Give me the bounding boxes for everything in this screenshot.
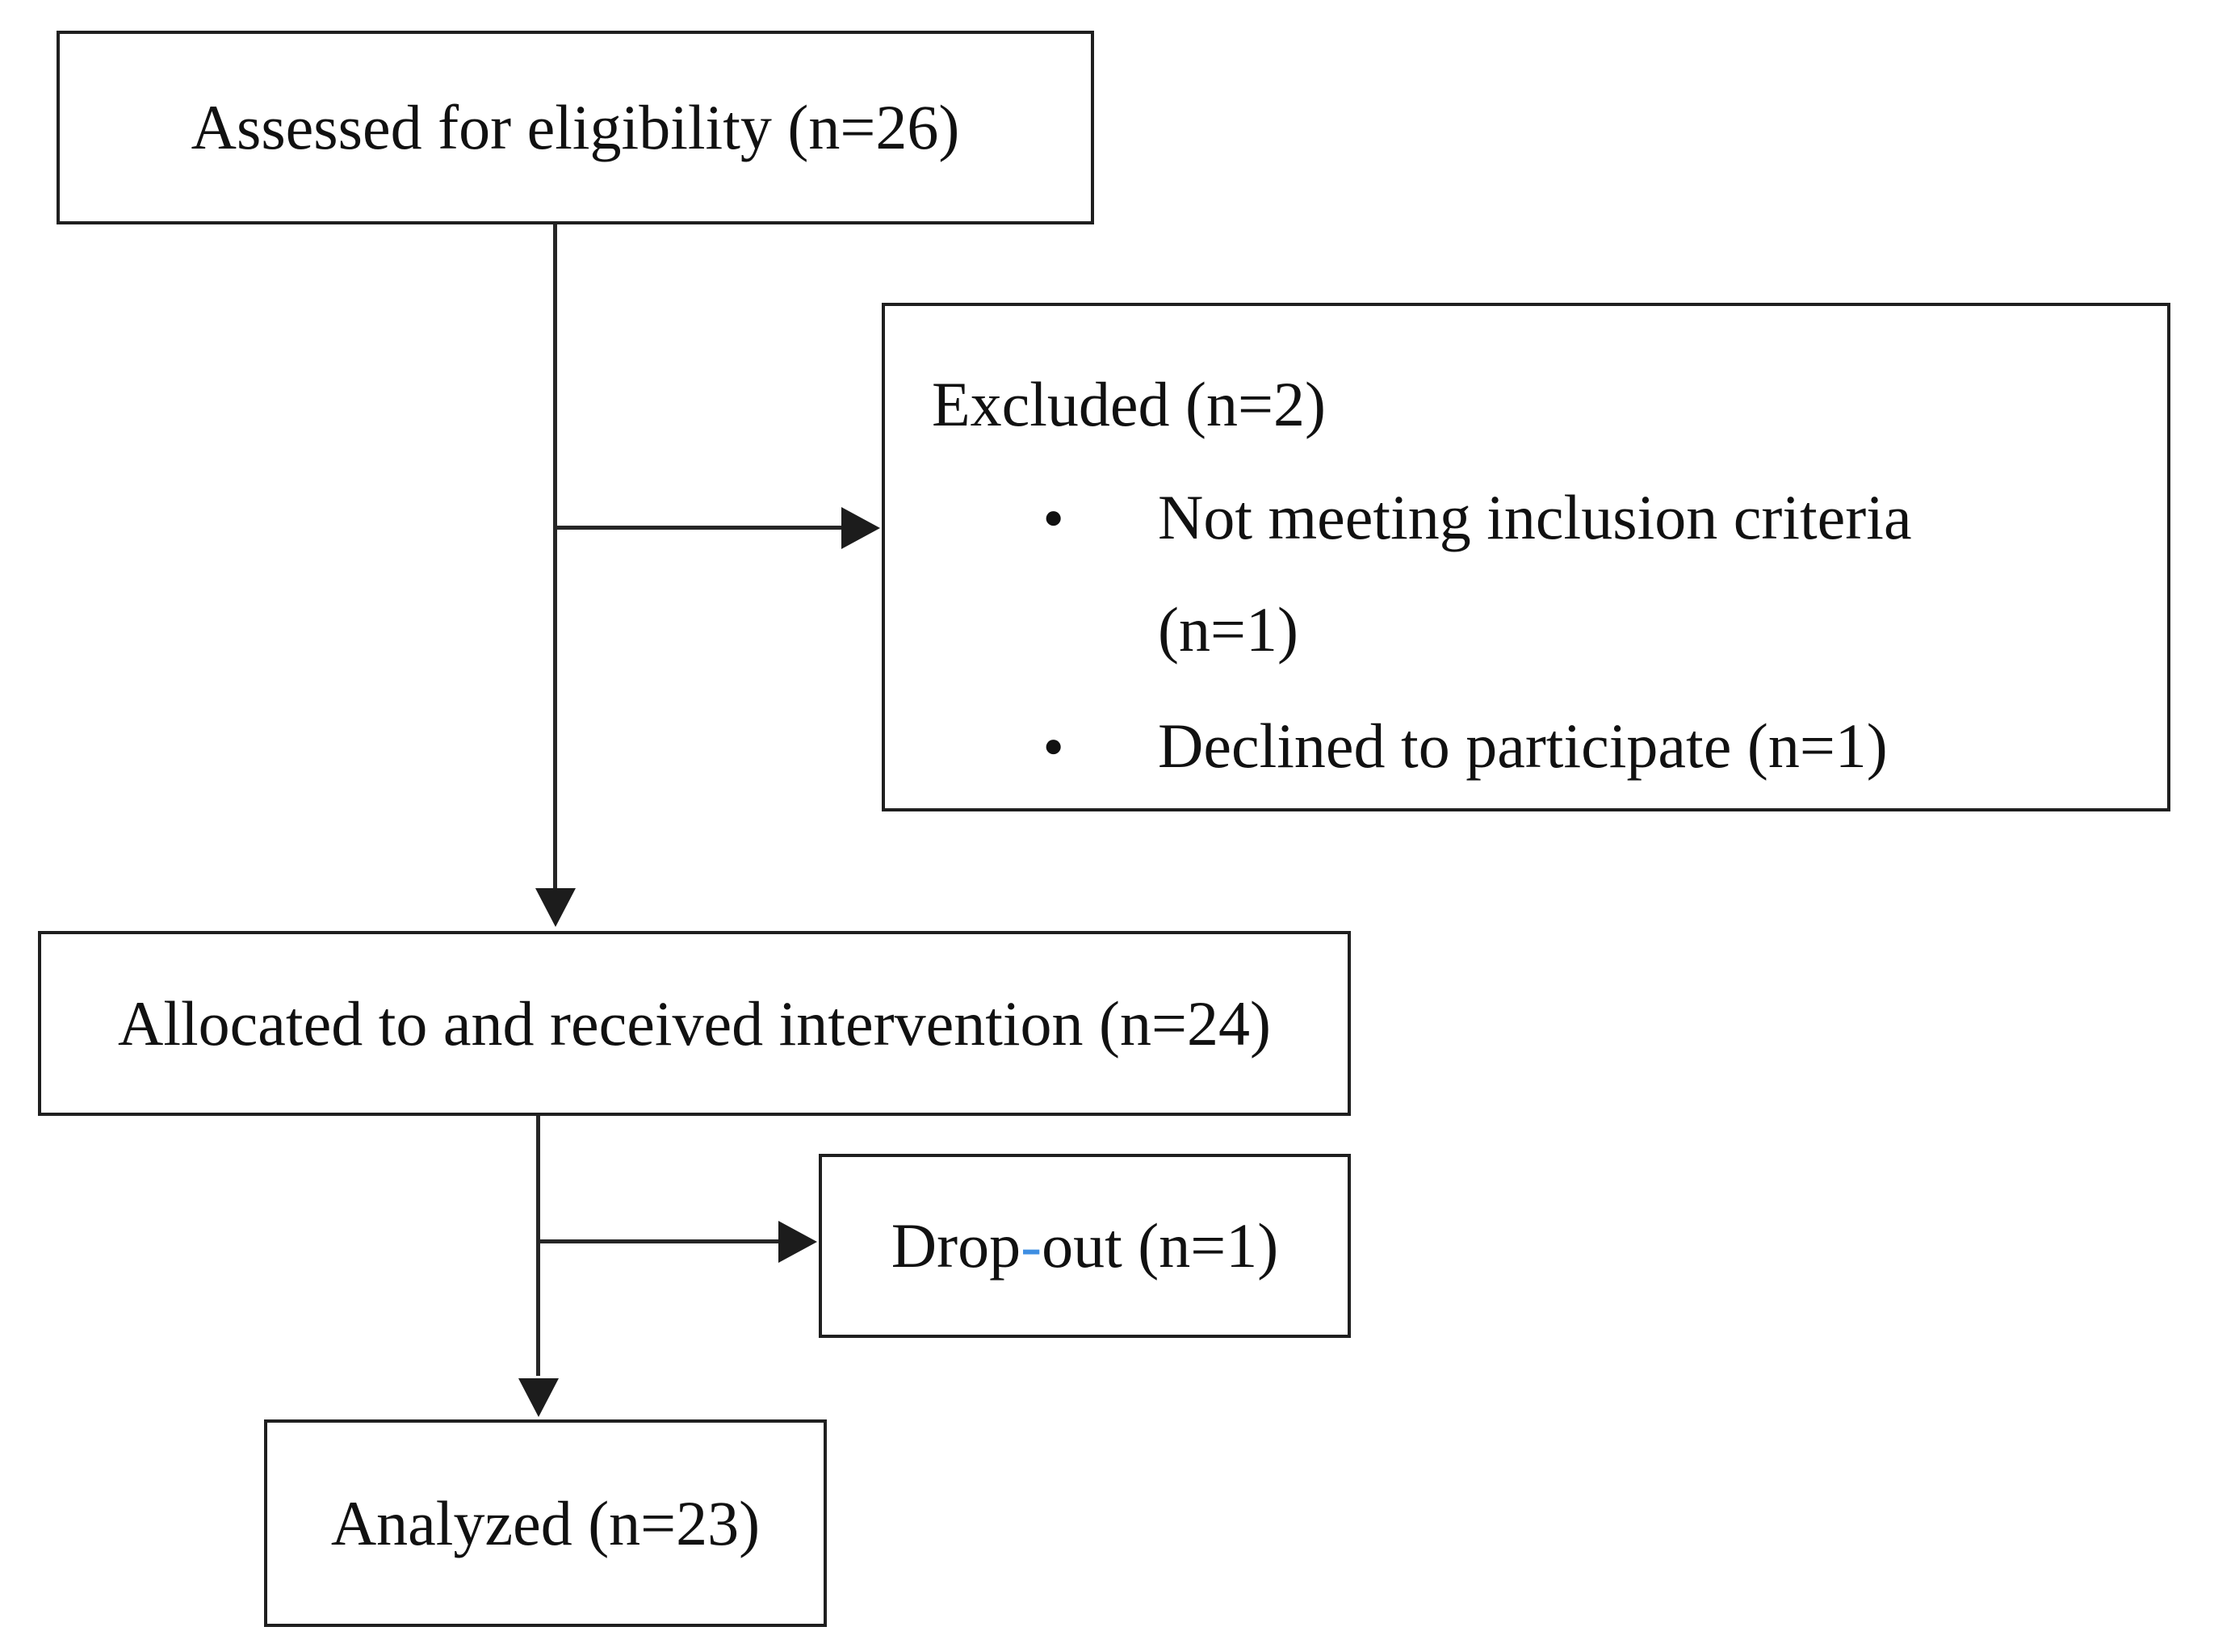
excluded-item-1-line-1: Not meeting inclusion criteria	[1158, 482, 1912, 552]
connector-branch-to-dropout	[539, 1239, 778, 1243]
connector-assessed-to-allocated	[553, 224, 557, 888]
connector-branch-to-excluded	[556, 526, 844, 530]
dropout-label-suffix: out (n=1)	[1042, 1210, 1279, 1281]
arrowhead-right-icon	[778, 1221, 817, 1263]
analyzed-label: Analyzed (n=23)	[330, 1487, 761, 1558]
allocated-label: Allocated to and received intervention (…	[118, 987, 1271, 1059]
assessed-label: Assessed for eligibility (n=26)	[191, 92, 960, 162]
dropout-hyphen: -	[1021, 1210, 1042, 1281]
excluded-item-1-line-2: (n=1)	[1158, 594, 1298, 665]
excluded-box: Excluded (n=2) ● Not meeting inclusion c…	[882, 303, 2170, 811]
arrowhead-down-icon	[535, 888, 576, 927]
dropout-label: Drop-out (n=1)	[891, 1210, 1278, 1282]
arrowhead-right-icon	[841, 507, 880, 549]
dropout-label-prefix: Drop	[891, 1210, 1021, 1281]
bullet-icon: ●	[1043, 499, 1064, 536]
bullet-icon: ●	[1043, 727, 1064, 765]
connector-allocated-to-analyzed	[536, 1116, 540, 1376]
allocated-box: Allocated to and received intervention (…	[38, 931, 1351, 1116]
dropout-box: Drop-out (n=1)	[819, 1154, 1351, 1338]
excluded-title: Excluded (n=2)	[932, 369, 1326, 439]
analyzed-box: Analyzed (n=23)	[264, 1419, 827, 1627]
excluded-item-2-line-1: Declined to participate (n=1)	[1158, 711, 1888, 781]
arrowhead-down-icon	[518, 1378, 559, 1417]
assessed-box: Assessed for eligibility (n=26)	[57, 31, 1094, 224]
